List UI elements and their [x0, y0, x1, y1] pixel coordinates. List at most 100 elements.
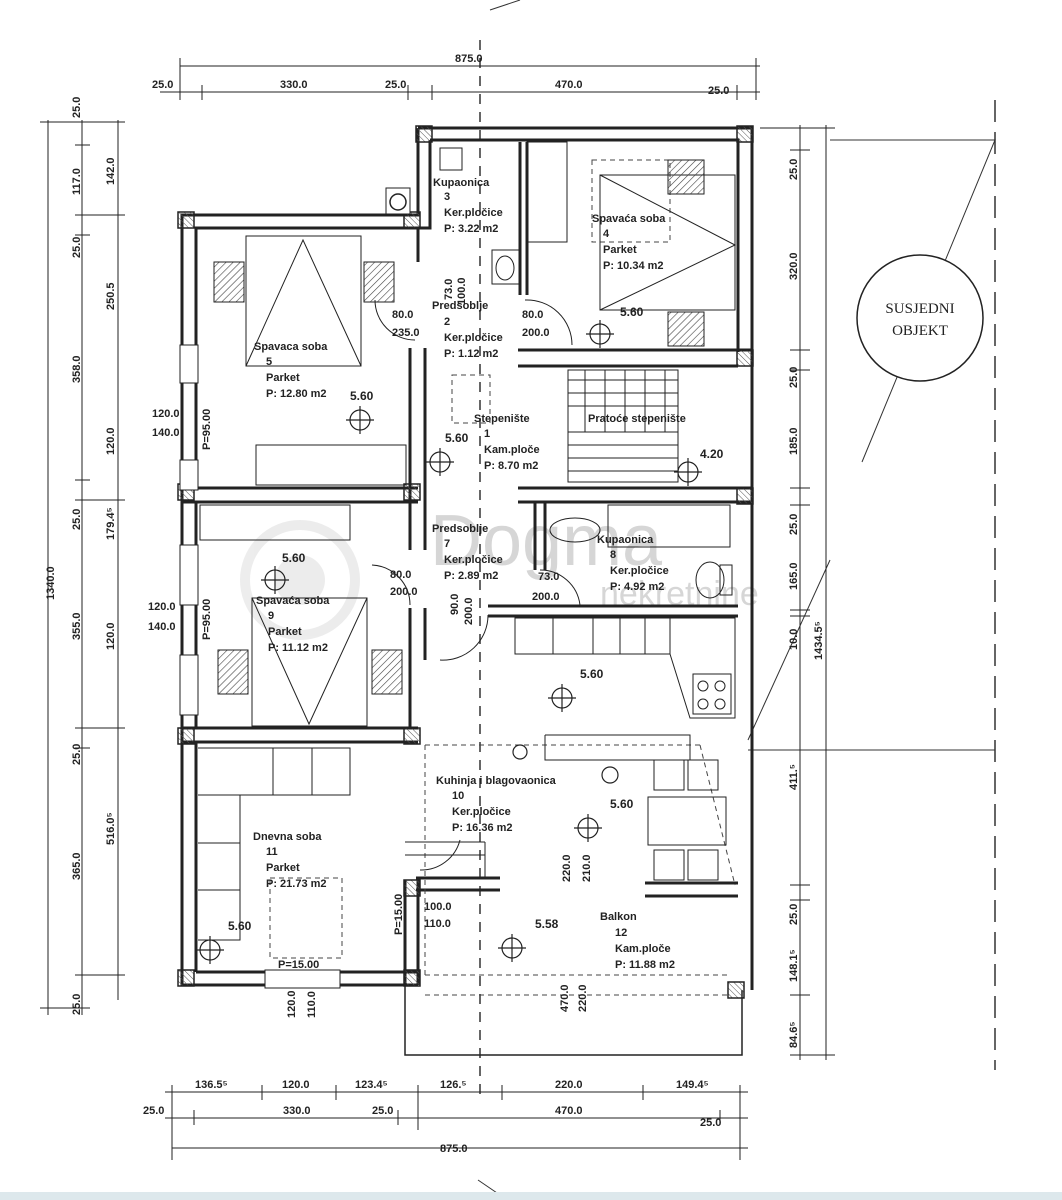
- room-number: 9: [268, 610, 274, 622]
- dim-left-2: 117.0: [71, 168, 83, 195]
- room-name: Kuhinja i blagovaonica: [436, 775, 557, 787]
- room-name: Spavaća soba: [256, 595, 330, 607]
- svg-text:100.0: 100.0: [424, 901, 452, 913]
- chimney-icon: [389, 193, 407, 211]
- room-floor: Ker.pločice: [452, 806, 511, 818]
- level-5-60-f: 5.60: [610, 797, 634, 811]
- room-area: P: 1.12 m2: [444, 348, 498, 360]
- dimension-top: [160, 58, 760, 100]
- room-floor: Parket: [603, 244, 637, 256]
- svg-text:80.0: 80.0: [522, 309, 543, 321]
- dim-right-3: 25.0: [788, 367, 800, 388]
- dim-bottom2-2: 330.0: [283, 1105, 311, 1117]
- room-name: Balkon: [600, 911, 637, 923]
- room-10-label: Kuhinja i blagovaonica 10 Ker.pločice P:…: [436, 775, 557, 834]
- svg-text:140.0: 140.0: [152, 427, 180, 439]
- dim-left-inner-3: 120.0: [105, 427, 117, 455]
- room-number: 8: [610, 549, 616, 561]
- room-area: P: 12.80 m2: [266, 388, 327, 400]
- room-area: P: 2.89 m2: [444, 570, 498, 582]
- room-1-label: Stepenište 1 Kam.ploče P: 8.70 m2: [474, 413, 540, 472]
- dim-left-6: 355.0: [71, 612, 83, 640]
- room-12-label: Balkon 12 Kam.ploče P: 11.88 m2: [600, 911, 675, 971]
- dim-bottom-5: 220.0: [555, 1079, 583, 1091]
- room-11-label: Dnevna soba 11 Parket P: 21.73 m2: [253, 831, 327, 890]
- room-9-label: Spavaća soba 9 Parket P: 11.12 m2: [256, 595, 330, 654]
- room-area: P: 16.36 m2: [452, 822, 513, 834]
- svg-text:200.0: 200.0: [532, 591, 560, 603]
- dim-left-inner-4: 179.4⁵: [105, 507, 117, 540]
- dim-right-10: 148.1⁵: [788, 949, 800, 982]
- room-4-label: Spavaća soba 4 Parket P: 10.34 m2: [592, 213, 666, 272]
- room-number: 5: [266, 356, 272, 368]
- room-name: Predsoblje: [432, 523, 488, 535]
- room-number: 11: [266, 846, 278, 858]
- dim-left-9: 25.0: [71, 994, 83, 1015]
- svg-text:P=95.00: P=95.00: [201, 409, 213, 450]
- dim-right-5: 25.0: [788, 514, 800, 535]
- room-floor: Kam.ploče: [484, 444, 540, 456]
- dim-right-8: 411.⁵: [788, 764, 800, 790]
- room-name: Predsoblje: [432, 300, 488, 312]
- room-area: P: 3.22 m2: [444, 223, 498, 235]
- svg-text:110.0: 110.0: [424, 918, 451, 930]
- svg-text:110.0: 110.0: [306, 991, 318, 1018]
- svg-text:73.0: 73.0: [538, 571, 559, 583]
- dim-bottom-4: 126.⁵: [440, 1079, 467, 1091]
- neighbor-label-2: OBJEKT: [892, 323, 948, 339]
- neighbor-building: SUSJEDNI OBJEKT: [856, 254, 984, 382]
- svg-text:P=95.00: P=95.00: [201, 599, 213, 640]
- svg-text:P=15.00: P=15.00: [393, 894, 405, 935]
- room-8-label: Kupaonica 8 Ker.pločice P: 4.92 m2: [597, 534, 669, 593]
- dim-right-1: 25.0: [788, 159, 800, 180]
- bottom-bar: [0, 1192, 1062, 1200]
- svg-text:90.0: 90.0: [449, 594, 461, 615]
- stair-label: Pratoće stepenište: [588, 413, 686, 425]
- staircase: [568, 370, 678, 472]
- room-floor: Ker.pločice: [610, 565, 669, 577]
- dim-bottom-total: 875.0: [440, 1143, 468, 1155]
- dim-bottom-1: 136.5⁵: [195, 1079, 228, 1091]
- dim-top-2: 330.0: [280, 79, 308, 91]
- level-markers: [196, 320, 702, 964]
- dim-top-3: 25.0: [385, 79, 406, 91]
- stove-icon: [697, 680, 726, 710]
- room-number: 12: [615, 927, 627, 939]
- dim-bottom-2: 120.0: [282, 1079, 310, 1091]
- room-floor: Ker.pločice: [444, 554, 503, 566]
- dim-right-2: 320.0: [788, 252, 800, 280]
- room-number: 10: [452, 790, 464, 802]
- room-number: 1: [484, 428, 490, 440]
- dim-left-inner-2: 250.5: [105, 282, 117, 310]
- level-5-58: 5.58: [535, 917, 559, 931]
- svg-text:470.0: 470.0: [559, 984, 571, 1012]
- svg-text:120.0: 120.0: [286, 990, 298, 1018]
- dim-top-4: 470.0: [555, 79, 583, 91]
- dim-right-11: 84.6⁵: [788, 1021, 800, 1048]
- level-5-60-g: 5.60: [228, 919, 252, 933]
- svg-text:235.0: 235.0: [392, 327, 420, 339]
- room-number: 4: [603, 228, 610, 240]
- dim-left-5: 25.0: [71, 509, 83, 530]
- door-arcs: [371, 299, 581, 871]
- dim-left-inner-5: 120.0: [105, 622, 117, 650]
- svg-text:80.0: 80.0: [392, 309, 413, 321]
- level-5-60-a: 5.60: [350, 389, 374, 403]
- dimension-right: [760, 125, 835, 1060]
- dim-left-inner-1: 142.0: [105, 157, 117, 185]
- dim-left-7: 25.0: [71, 744, 83, 765]
- dim-right-total: 1434.5⁵: [813, 621, 825, 660]
- dim-right-7: 10.0: [788, 629, 800, 650]
- svg-text:210.0: 210.0: [581, 854, 593, 882]
- room-area: P: 11.88 m2: [615, 959, 675, 971]
- room-name: Dnevna soba: [253, 831, 322, 843]
- svg-text:200.0: 200.0: [522, 327, 550, 339]
- svg-text:220.0: 220.0: [561, 854, 573, 882]
- level-5-60-c: 5.60: [620, 305, 644, 319]
- room-floor: Ker.pločice: [444, 332, 503, 344]
- room-floor: Parket: [268, 626, 302, 638]
- room-number: 7: [444, 538, 450, 550]
- watermark-brand: Dogma: [430, 501, 663, 581]
- svg-text:120.0: 120.0: [152, 408, 180, 420]
